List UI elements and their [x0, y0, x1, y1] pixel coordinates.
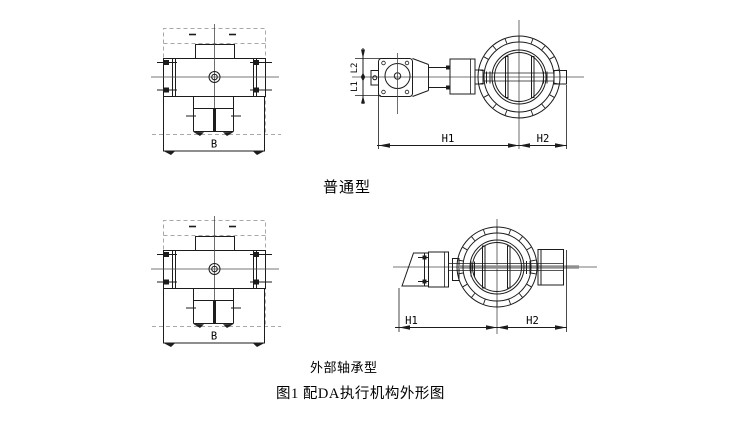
front-view-normal	[149, 22, 283, 157]
valve-disc-edge	[505, 56, 509, 98]
valve-body-outer	[456, 226, 538, 308]
front-view-external-bearing	[149, 214, 283, 349]
side-view-normal: H1 H2 L2 L1	[350, 20, 584, 149]
dim-h1-label-normal: H1	[442, 133, 455, 145]
shaft-flange	[452, 258, 460, 281]
label-normal-type: 普通型	[323, 180, 372, 196]
side-view-external-bearing: H1 H2	[393, 219, 597, 334]
valve-disc-edge	[482, 245, 486, 289]
through-shaft	[459, 265, 579, 269]
valve-disc-edge	[507, 245, 511, 289]
valve-disc-edge	[531, 56, 535, 98]
dim-h2-label-normal: H2	[537, 133, 550, 145]
dim-l2-label: L2	[350, 63, 360, 74]
figure-caption: 图1 配DA执行机构外形图	[276, 386, 445, 402]
clevis	[370, 70, 379, 86]
label-external-bearing-type: 外部轴承型	[310, 360, 378, 375]
dim-h1-label-external: H1	[405, 315, 418, 327]
dim-h2-label-external: H2	[526, 315, 539, 327]
external-bearing-box	[537, 249, 564, 286]
actuator-end-plate	[378, 58, 413, 97]
actuator-housing	[428, 251, 449, 288]
valve-body-outer	[477, 35, 561, 119]
actuator-cylinder	[449, 58, 476, 95]
flange-ticks	[458, 227, 536, 307]
dim-l1-label: L1	[350, 81, 360, 92]
shaft-stub	[553, 70, 567, 85]
